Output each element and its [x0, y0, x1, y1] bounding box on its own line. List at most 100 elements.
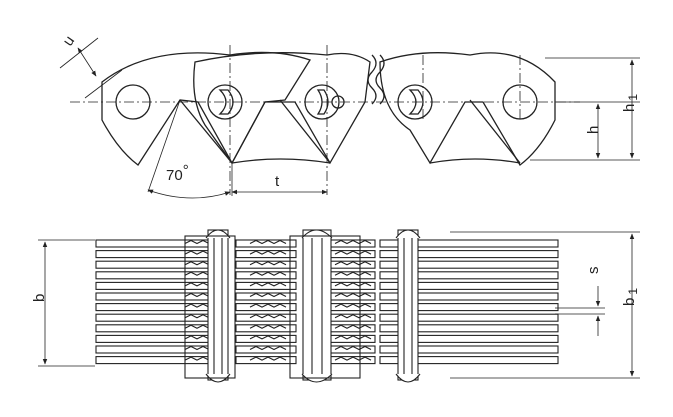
plate-middle — [235, 260, 297, 269]
offset-dim — [77, 47, 97, 77]
plate-hatch — [249, 324, 287, 329]
plate-hatch — [334, 303, 372, 308]
plate-right — [379, 334, 559, 343]
plate-right — [379, 324, 559, 333]
plate-right — [379, 345, 559, 354]
width-label: b — [31, 294, 48, 302]
plate-hatch — [184, 261, 210, 266]
tooth-flank — [179, 99, 233, 164]
plate-hatch — [184, 282, 210, 287]
pin-3-rocker — [331, 95, 345, 109]
link-plate-3 — [379, 52, 556, 166]
plate-hatch — [184, 314, 210, 319]
pin-2-insert — [218, 89, 234, 115]
plate-right — [379, 281, 559, 290]
plate-hatch — [334, 282, 372, 287]
plate-hatch — [249, 356, 287, 361]
pin-body-3 — [397, 229, 419, 381]
pin-5 — [502, 84, 538, 120]
plate-hatch — [249, 282, 287, 287]
plate-right — [379, 303, 559, 312]
height1-label: h1 — [621, 94, 640, 112]
plate-middle — [235, 250, 297, 259]
plate-hatch — [249, 292, 287, 298]
side-view — [59, 37, 640, 199]
width1-label: b1 — [621, 288, 640, 306]
height1-subscript: 1 — [626, 94, 640, 101]
plate-hatch — [249, 314, 287, 319]
plate-middle — [235, 292, 297, 301]
angle-value: 70 — [166, 167, 183, 184]
tooth-flank — [279, 99, 331, 164]
pin-3 — [304, 84, 340, 120]
pin-head — [395, 373, 421, 383]
plate-right — [379, 271, 559, 280]
thickness-label: s — [585, 267, 602, 275]
pin-3-insert — [316, 89, 329, 115]
plate-hatch — [184, 356, 210, 361]
plate-hatch — [249, 239, 287, 245]
offset-ext-2 — [84, 69, 123, 99]
link-bottom — [231, 158, 331, 164]
plate-right — [379, 313, 559, 322]
plate-middle — [235, 281, 297, 290]
plate-hatch — [334, 250, 372, 255]
top-view-plates — [95, 229, 559, 383]
plate-hatch — [249, 303, 287, 308]
plate-right — [379, 260, 559, 269]
plate-hatch — [184, 250, 210, 255]
plate-hatch — [184, 335, 210, 340]
angle-arc — [147, 189, 231, 199]
plate-hatch — [334, 271, 372, 276]
plate-middle — [235, 303, 297, 312]
link-plate-1 — [101, 51, 311, 166]
plate-middle — [235, 324, 297, 333]
pin-body-1 — [207, 229, 229, 381]
plate-hatch — [334, 239, 372, 245]
plate-hatch — [334, 356, 372, 361]
width1-subscript: 1 — [626, 288, 640, 295]
angle-unit: ° — [183, 162, 189, 179]
plate-middle — [235, 271, 297, 280]
angle-label: 70° — [166, 162, 189, 184]
break-line — [367, 54, 377, 105]
plate-hatch — [184, 292, 210, 298]
plate-middle — [235, 356, 297, 365]
plate-right — [379, 239, 559, 248]
plate-hatch — [249, 345, 287, 351]
link-bottom-2 — [429, 158, 521, 164]
plate-hatch — [334, 335, 372, 340]
plate-hatch — [334, 292, 372, 298]
plate-middle — [235, 313, 297, 322]
offset-label: u — [60, 33, 79, 50]
plate-hatch — [184, 239, 210, 245]
plate-middle — [235, 239, 297, 248]
break-line-2 — [375, 54, 385, 105]
plate-hatch — [184, 345, 210, 351]
plate-middle — [235, 334, 297, 343]
pin-2 — [207, 84, 243, 120]
plate-right — [379, 356, 559, 365]
plate-right — [379, 250, 559, 259]
pin-4-insert — [408, 89, 424, 115]
plate-hatch — [249, 271, 287, 276]
height1-letter: h — [621, 104, 638, 112]
tooth-flank — [469, 99, 521, 164]
pin-4 — [397, 84, 433, 120]
plate-hatch — [249, 261, 287, 266]
plate-hatch — [334, 345, 372, 351]
plate-hatch — [249, 335, 287, 340]
plate-hatch — [334, 261, 372, 266]
plate-hatch — [184, 324, 210, 329]
plate-hatch — [334, 324, 372, 329]
pin-1 — [115, 84, 151, 120]
guide-link — [184, 235, 236, 379]
plate-hatch — [249, 250, 287, 255]
plate-hatch — [334, 314, 372, 319]
pin-body-2 — [302, 229, 332, 381]
plate-right — [379, 292, 559, 301]
width1-letter: b — [621, 298, 638, 306]
bottom-dimensions — [38, 231, 640, 379]
plate-hatch — [184, 303, 210, 308]
